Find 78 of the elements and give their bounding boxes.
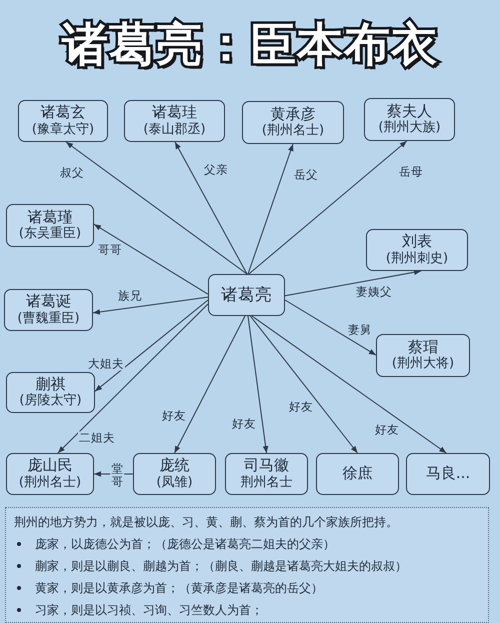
edge-label: 族兄 bbox=[117, 289, 143, 303]
person-name: 诸葛瑾 bbox=[28, 208, 72, 226]
edge-label: 叔父 bbox=[59, 166, 85, 180]
edge-label: 二姐夫 bbox=[78, 431, 116, 445]
list-item: 黄家，则是以黄承彦为首；（黄承彦是诸葛亮的岳父） bbox=[35, 580, 323, 597]
paragraph: 荆州的地方势力，就是被以庞、习、黄、蒯、蔡为首的几个家族所把持。 bbox=[14, 514, 399, 531]
role-note: (豫章太守) bbox=[32, 122, 94, 138]
role-note: (东吴重臣) bbox=[18, 227, 82, 242]
role-note: (房陵太守) bbox=[19, 394, 82, 410]
role-note: (凤雏) bbox=[156, 476, 193, 491]
arrow bbox=[92, 296, 208, 315]
edge-label: 妻姨父 bbox=[355, 285, 393, 299]
edge-label: 堂哥 bbox=[110, 462, 124, 488]
text-panel bbox=[5, 507, 489, 623]
edge-label: 岳父 bbox=[293, 168, 319, 182]
person-box bbox=[366, 229, 468, 271]
arrow bbox=[248, 144, 294, 274]
edge-label: 妻舅 bbox=[347, 323, 373, 337]
person-name: 诸葛玄 bbox=[40, 104, 86, 122]
person-box bbox=[4, 289, 93, 331]
person-box bbox=[316, 453, 399, 495]
arrow bbox=[248, 140, 408, 274]
person-name: 蒯祺 bbox=[36, 376, 66, 393]
role-note: (荆州大将) bbox=[392, 357, 454, 372]
person-box bbox=[364, 98, 455, 141]
role-note: 荆州名士 bbox=[240, 476, 292, 491]
role-note: (荆州大族) bbox=[378, 121, 441, 136]
person-name: 诸葛珪 bbox=[152, 104, 197, 122]
person-name: 黄承彦 bbox=[270, 106, 316, 123]
person-name: 庞山民 bbox=[28, 457, 72, 475]
person-box bbox=[406, 453, 490, 495]
arrow bbox=[66, 142, 248, 274]
person-name: 徐庶 bbox=[342, 465, 372, 483]
person-box bbox=[124, 100, 225, 142]
person-name: 诸葛诞 bbox=[26, 293, 71, 311]
role-note: (荆州刺史) bbox=[386, 252, 448, 267]
arrow bbox=[284, 300, 376, 356]
role-note: (曹魏重臣) bbox=[17, 312, 80, 327]
list-item: 庞家，以庞德公为首；（庞德公是诸葛亮二姐夫的父亲） bbox=[35, 536, 335, 553]
list-item: 习家，则是以习祯、习询、习竺数人为首； bbox=[35, 602, 263, 619]
arrow bbox=[174, 142, 248, 274]
edge-label: 好友 bbox=[288, 400, 314, 414]
arrow bbox=[94, 300, 208, 392]
title: 诸葛亮：臣本布衣 bbox=[60, 16, 439, 73]
arrow bbox=[57, 304, 208, 454]
edge-label: 哥哥 bbox=[97, 243, 123, 257]
person-name: 庞统 bbox=[160, 457, 190, 475]
list-item: 蒯家，则是以蒯良、蒯越为首；（蒯良、蒯越是诸葛亮大姐夫的叔叔） bbox=[35, 558, 407, 575]
person-box bbox=[242, 101, 344, 144]
person-box bbox=[6, 204, 94, 247]
arrow bbox=[251, 316, 447, 454]
arrow bbox=[248, 316, 268, 454]
person-name: 司马徽 bbox=[244, 457, 289, 475]
person-box bbox=[18, 100, 108, 142]
arrow bbox=[250, 316, 358, 454]
person-name: 蔡瑁 bbox=[408, 338, 438, 356]
person-name: 诸葛亮 bbox=[221, 286, 272, 304]
role-note: (荆州名士) bbox=[262, 124, 324, 140]
person-box bbox=[376, 334, 470, 377]
edge-label: 岳母 bbox=[398, 165, 424, 179]
role-note: (泰山郡丞) bbox=[143, 122, 206, 138]
person-name: 马良... bbox=[426, 465, 470, 483]
arrow bbox=[284, 270, 422, 296]
edge-label: 大姐夫 bbox=[87, 357, 125, 371]
edge-label: 好友 bbox=[231, 417, 257, 431]
person-name: 刘表 bbox=[402, 233, 432, 251]
person-name: 蔡夫人 bbox=[387, 102, 432, 120]
edge-label: 父亲 bbox=[203, 163, 229, 177]
person-box bbox=[6, 372, 95, 413]
edge-label: 好友 bbox=[374, 423, 400, 437]
person-box bbox=[6, 453, 94, 495]
person-box bbox=[133, 453, 216, 495]
arrow bbox=[174, 316, 246, 454]
role-note: (荆州名士) bbox=[18, 476, 82, 491]
person-box bbox=[208, 274, 285, 316]
edge-label: 好友 bbox=[161, 409, 187, 423]
person-box bbox=[225, 453, 308, 495]
arrow bbox=[94, 224, 208, 295]
